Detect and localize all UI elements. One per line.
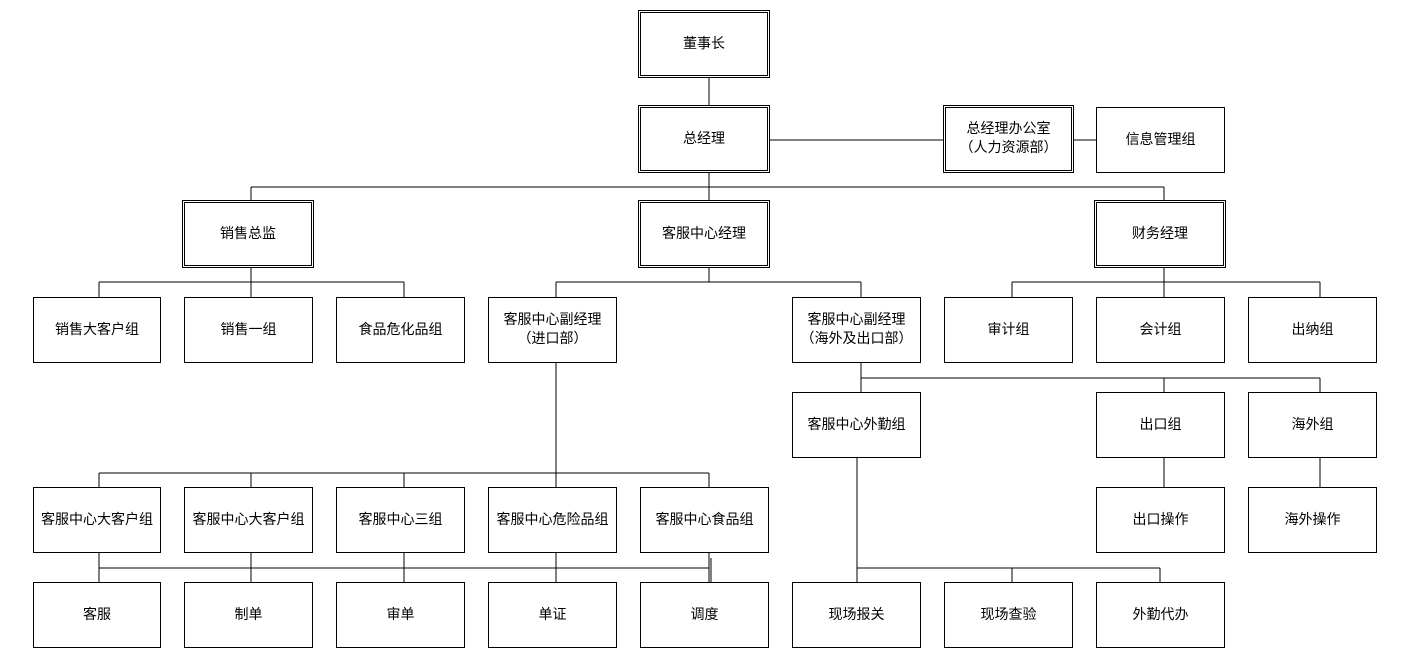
cs-group-three-box: 客服中心三组 xyxy=(336,487,465,553)
overseas-group-box: 海外组 xyxy=(1248,392,1377,458)
document-review-label: 审单 xyxy=(386,606,415,623)
accounting-group-label: 会计组 xyxy=(1139,321,1182,338)
info-management-box: 信息管理组 xyxy=(1096,107,1225,173)
sales-key-accounts-box: 销售大客户组 xyxy=(33,297,161,363)
dispatch-label: 调度 xyxy=(690,606,719,623)
cs-field-group-box: 客服中心外勤组 xyxy=(792,392,921,458)
cs-deputy-overseas-label-line1: 客服中心副经理 xyxy=(807,312,906,328)
overseas-operation-label: 海外操作 xyxy=(1284,511,1341,528)
field-agency-label: 外勤代办 xyxy=(1132,606,1189,623)
document-review-box: 审单 xyxy=(336,582,465,648)
cs-center-manager-box: 客服中心经理 xyxy=(638,200,770,268)
cs-key-account-group-b-label: 客服中心大客户组 xyxy=(192,511,305,528)
gm-office-label-line2: （人力资源部） xyxy=(959,140,1058,156)
overseas-operation-box: 海外操作 xyxy=(1248,487,1377,553)
export-group-box: 出口组 xyxy=(1096,392,1225,458)
cs-hazard-group-label: 客服中心危险品组 xyxy=(496,511,609,528)
cs-deputy-import-label-line2: （进口部） xyxy=(517,331,588,347)
certificates-label: 单证 xyxy=(538,606,567,623)
document-making-label: 制单 xyxy=(234,606,263,623)
finance-manager-box: 财务经理 xyxy=(1094,200,1226,268)
field-agency-box: 外勤代办 xyxy=(1096,582,1225,648)
cs-food-group-box: 客服中心食品组 xyxy=(640,487,769,553)
sales-director-box: 销售总监 xyxy=(182,200,314,268)
chairman-box: 董事长 xyxy=(638,10,770,78)
certificates-box: 单证 xyxy=(488,582,617,648)
onsite-declaration-label: 现场报关 xyxy=(828,606,885,623)
sales-key-accounts-label: 销售大客户组 xyxy=(55,321,139,338)
export-group-label: 出口组 xyxy=(1139,416,1182,433)
customer-service-box: 客服 xyxy=(33,582,161,648)
export-operation-label: 出口操作 xyxy=(1132,511,1189,528)
general-manager-box: 总经理 xyxy=(638,105,770,173)
sales-director-label: 销售总监 xyxy=(220,225,276,242)
info-management-label: 信息管理组 xyxy=(1125,131,1196,148)
sales-group-one-label: 销售一组 xyxy=(220,321,277,338)
cashier-group-label: 出纳组 xyxy=(1291,321,1334,338)
general-manager-label: 总经理 xyxy=(683,130,725,147)
cs-center-manager-label: 客服中心经理 xyxy=(662,225,746,242)
cs-food-group-label: 客服中心食品组 xyxy=(655,511,754,528)
chairman-label: 董事长 xyxy=(683,35,725,52)
cs-field-group-label: 客服中心外勤组 xyxy=(807,416,906,433)
onsite-inspection-label: 现场查验 xyxy=(980,606,1037,623)
cs-key-account-group-a-box: 客服中心大客户组 xyxy=(33,487,161,553)
cs-deputy-import-label-line1: 客服中心副经理 xyxy=(503,312,602,328)
cs-hazard-group-box: 客服中心危险品组 xyxy=(488,487,617,553)
food-hazard-group-box: 食品危化品组 xyxy=(336,297,465,363)
sales-group-one-box: 销售一组 xyxy=(184,297,313,363)
cs-deputy-overseas-box: 客服中心副经理 （海外及出口部） xyxy=(792,297,921,363)
cs-key-account-group-a-label: 客服中心大客户组 xyxy=(41,511,153,528)
food-hazard-group-label: 食品危化品组 xyxy=(358,321,443,338)
onsite-declaration-box: 现场报关 xyxy=(792,582,921,648)
dispatch-box: 调度 xyxy=(640,582,769,648)
cs-deputy-import-box: 客服中心副经理 （进口部） xyxy=(488,297,617,363)
cs-group-three-label: 客服中心三组 xyxy=(358,511,443,528)
export-operation-box: 出口操作 xyxy=(1096,487,1225,553)
overseas-group-label: 海外组 xyxy=(1291,416,1334,433)
customer-service-label: 客服 xyxy=(83,606,111,623)
audit-group-label: 审计组 xyxy=(987,321,1030,338)
cashier-group-box: 出纳组 xyxy=(1248,297,1377,363)
gm-office-label-line1: 总经理办公室 xyxy=(966,121,1051,137)
onsite-inspection-box: 现场查验 xyxy=(944,582,1073,648)
gm-office-box: 总经理办公室 （人力资源部） xyxy=(943,105,1074,173)
accounting-group-box: 会计组 xyxy=(1096,297,1225,363)
cs-deputy-overseas-label-line2: （海外及出口部） xyxy=(800,331,913,347)
audit-group-box: 审计组 xyxy=(944,297,1073,363)
document-making-box: 制单 xyxy=(184,582,313,648)
finance-manager-label: 财务经理 xyxy=(1132,225,1188,242)
cs-key-account-group-b-box: 客服中心大客户组 xyxy=(184,487,313,553)
